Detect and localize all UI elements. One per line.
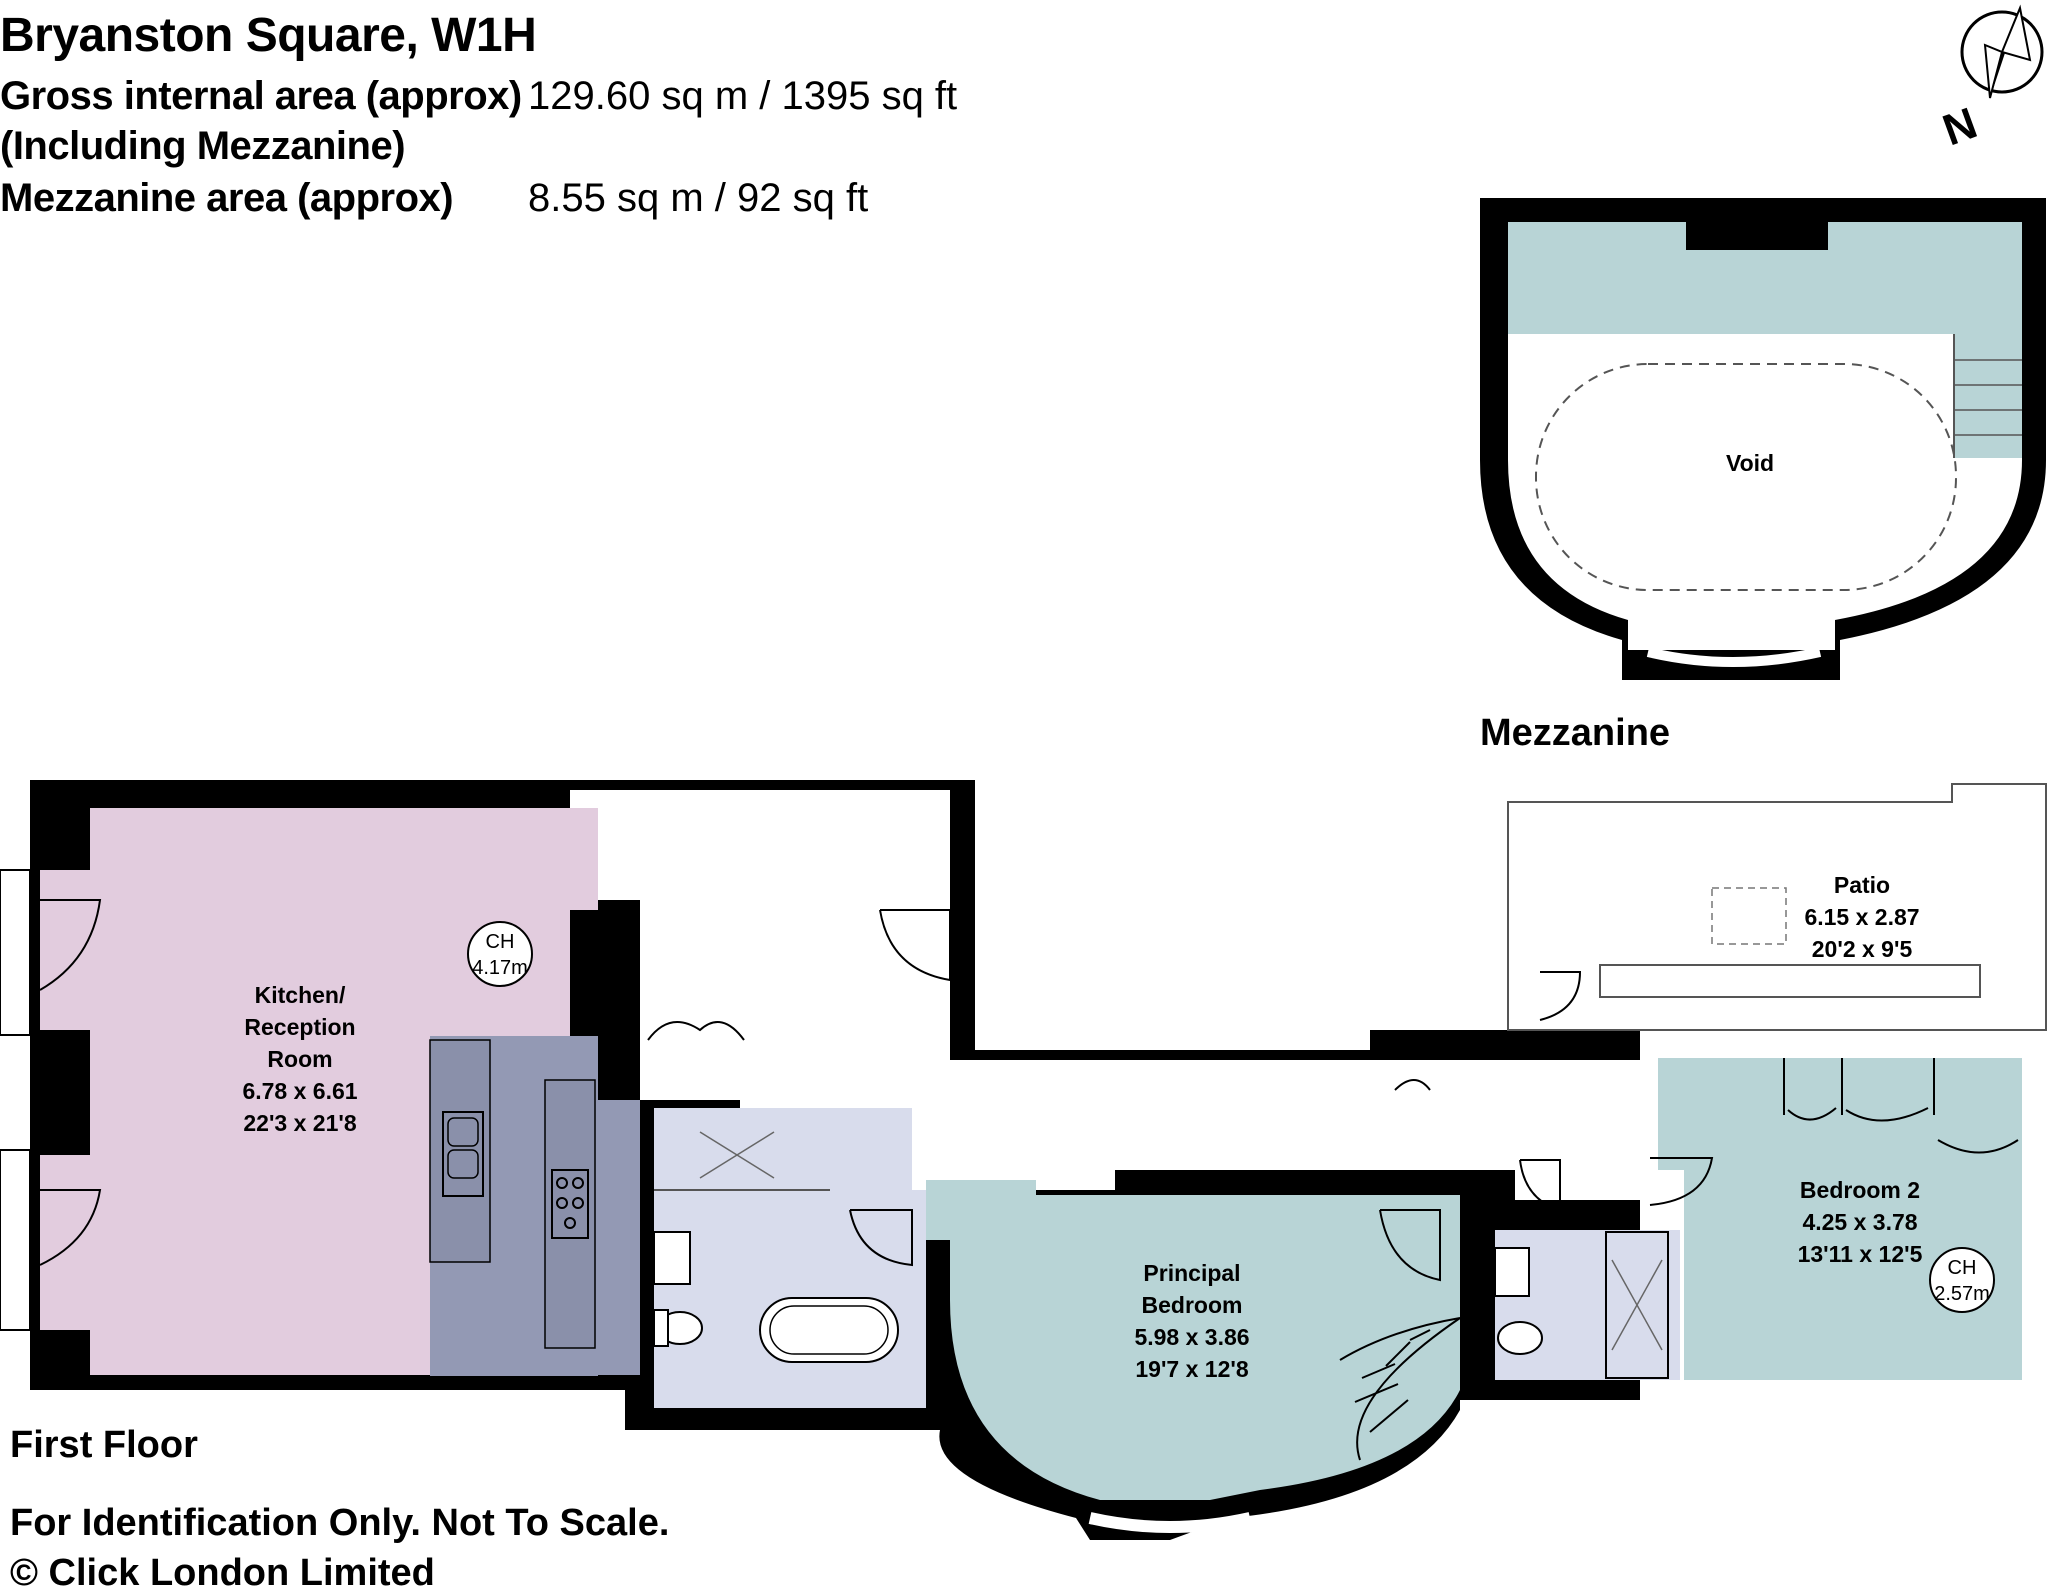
compass-north-letter: N <box>1937 98 1984 155</box>
principal-bedroom <box>926 1180 1460 1500</box>
bathtub-icon <box>759 1297 899 1363</box>
kitchen-ch-label: CH <box>486 931 515 953</box>
bedroom2-ch-value: 2.57m <box>1934 1283 1990 1305</box>
principal-metric-size: 5.98 x 3.86 <box>1134 1324 1249 1350</box>
gross-area-value: 129.60 sq m / 1395 sq ft <box>528 74 958 118</box>
patio-imperial-size: 20'2 x 9'5 <box>1812 936 1913 962</box>
principal-name-line1: Principal <box>1143 1260 1240 1286</box>
kitchen-ceiling-height-badge: CH 4.17m <box>467 921 533 987</box>
door-swings <box>39 899 1714 1282</box>
gross-area-label: Gross internal area (approx) <box>0 74 522 118</box>
mezzanine-plan: Void <box>1480 198 2046 680</box>
basin-icon <box>653 1231 691 1285</box>
kitchen-sink-icon <box>442 1111 484 1197</box>
bedroom2-metric-size: 4.25 x 3.78 <box>1802 1209 1917 1235</box>
principal-name-line2: Bedroom <box>1142 1292 1243 1318</box>
kitchen-name-line3: Room <box>267 1046 332 1072</box>
kitchen-ch-value: 4.17m <box>472 957 528 979</box>
bedroom2-ceiling-height-badge: CH 2.57m <box>1929 1247 1995 1313</box>
kitchen-metric-size: 6.78 x 6.61 <box>242 1078 357 1104</box>
bedroom2-name: Bedroom 2 <box>1800 1177 1920 1203</box>
mezzanine-level-label: Mezzanine <box>1480 712 1671 754</box>
first-floor-plan <box>0 780 2047 1540</box>
plan-title: Bryanston Square, W1H <box>0 9 537 62</box>
patio-name: Patio <box>1834 872 1890 898</box>
first-floor-level-label: First Floor <box>10 1424 198 1466</box>
principal-imperial-size: 19'7 x 12'8 <box>1135 1356 1248 1382</box>
kitchen-name-line2: Reception <box>244 1014 355 1040</box>
hob-icon <box>551 1169 589 1239</box>
void-label: Void <box>1726 450 1774 476</box>
bedroom-2 <box>1658 1058 2022 1380</box>
mezzanine-area-label: Mezzanine area (approx) <box>0 176 454 220</box>
kitchen-imperial-size: 22'3 x 21'8 <box>243 1110 356 1136</box>
gross-area-note: (Including Mezzanine) <box>0 124 406 168</box>
shower-tray-icon <box>1605 1231 1669 1379</box>
kitchen-name-line1: Kitchen/ <box>255 982 346 1008</box>
mezzanine-area-value: 8.55 sq m / 92 sq ft <box>528 176 869 220</box>
wardrobes <box>1783 1058 2019 1154</box>
bedroom2-imperial-size: 13'11 x 12'5 <box>1798 1241 1923 1267</box>
spiral-staircase <box>1339 1317 1461 1461</box>
disclaimer-text: For Identification Only. Not To Scale. <box>10 1502 670 1544</box>
north-compass-icon: N <box>1937 4 2044 155</box>
patio-metric-size: 6.15 x 2.87 <box>1804 904 1919 930</box>
principal-bathroom <box>654 1108 912 1408</box>
bedroom2-ch-label: CH <box>1948 1257 1977 1279</box>
copyright-text: © Click London Limited <box>10 1552 435 1594</box>
